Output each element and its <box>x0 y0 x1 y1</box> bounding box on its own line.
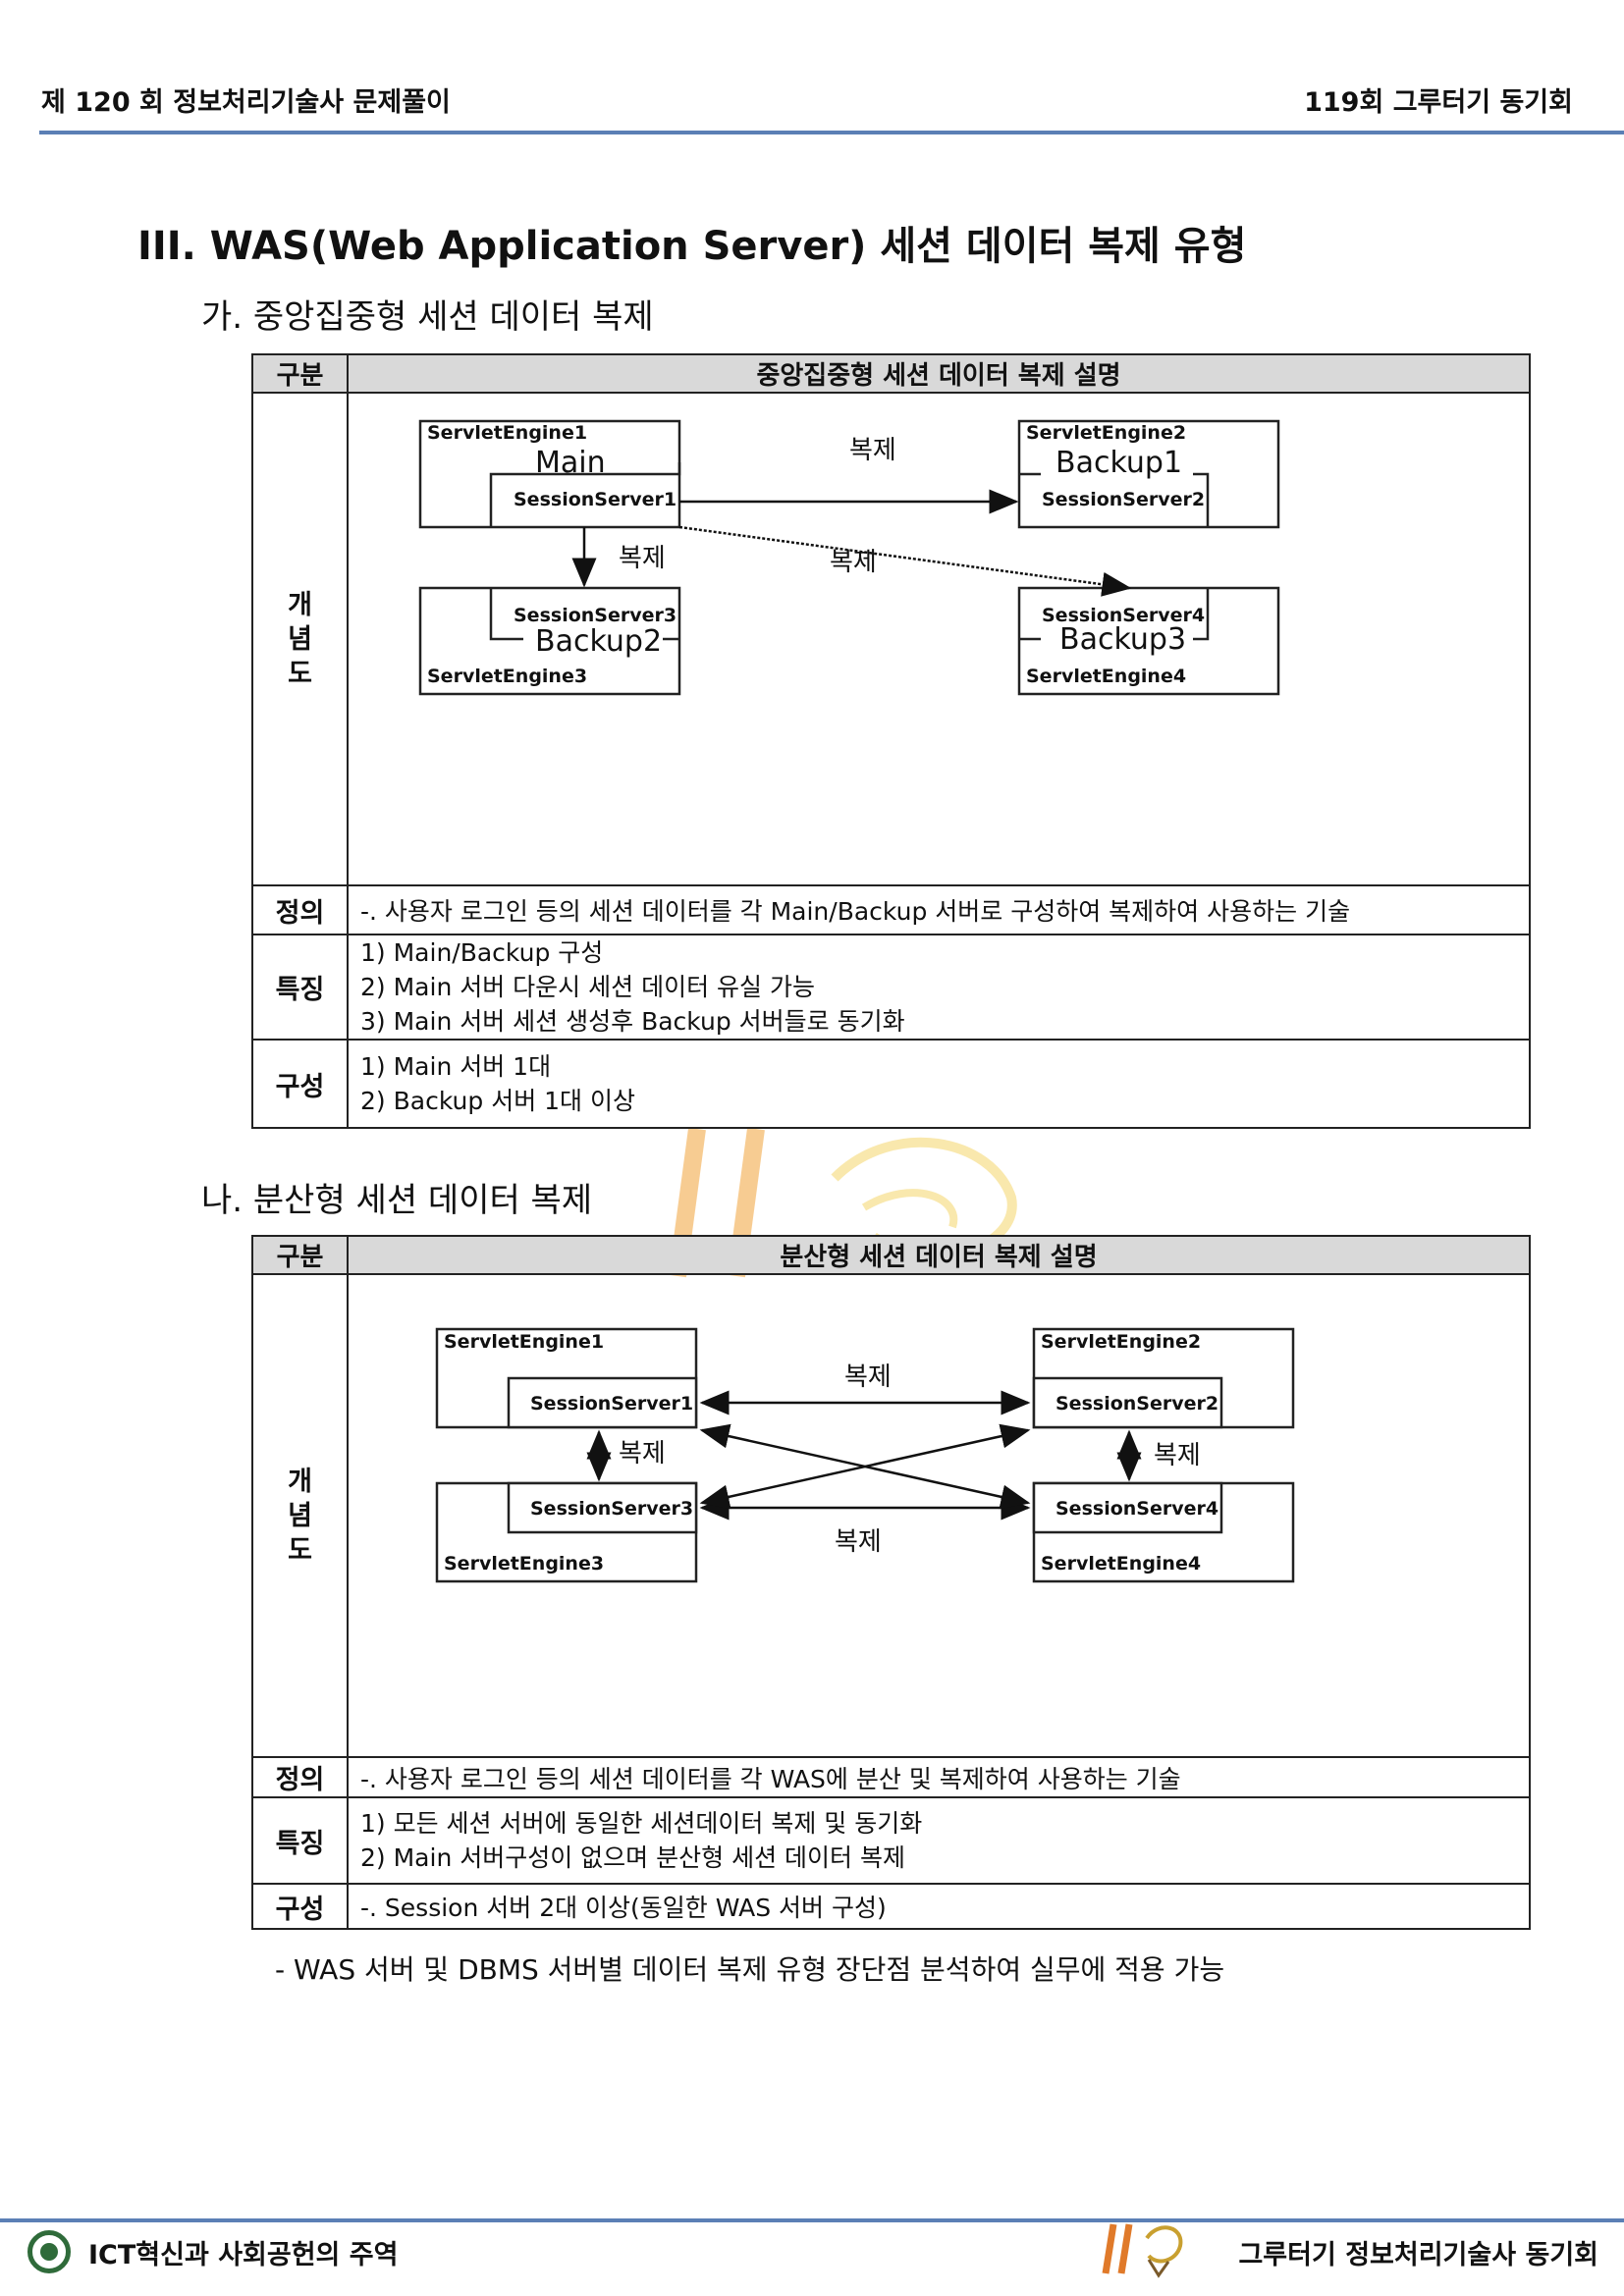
arrow-main-backup3 <box>678 525 1132 597</box>
diagram-label: 개 념 도 <box>251 392 349 886</box>
footer-left: ICT혁신과 사회공헌의 주역 <box>88 2240 399 2270</box>
col-header-description: 분산형 세션 데이터 복제 설명 <box>347 1235 1531 1275</box>
definition-text: -. 사용자 로그인 등의 세션 데이터를 각 Main/Backup 서버로 … <box>347 884 1531 935</box>
engine4-label: ServletEngine4 <box>1041 1553 1201 1575</box>
engine4-label: ServletEngine4 <box>1026 666 1186 687</box>
page-title: III. WAS(Web Application Server) 세션 데이터 … <box>137 224 1247 269</box>
header-left: 제 120 회 정보처리기술사 문제풀이 <box>41 87 451 118</box>
section-b-heading: 나. 분산형 세션 데이터 복제 <box>201 1181 593 1220</box>
engine3-label: ServletEngine3 <box>444 1553 604 1575</box>
arrow-label-1: 복제 <box>849 436 896 465</box>
col-header-category: 구분 <box>251 1235 349 1275</box>
org-logo-icon <box>27 2230 71 2273</box>
features-list: 1) Main/Backup 구성 2) Main 서버 다운시 세션 데이터 … <box>347 934 1531 1041</box>
role-backup2: Backup2 <box>535 624 662 659</box>
arrow-label-left: 복제 <box>619 1439 666 1468</box>
section-a-heading: 가. 중앙집중형 세션 데이터 복제 <box>201 297 654 337</box>
definition-label: 정의 <box>251 1756 349 1798</box>
config-label: 구성 <box>251 1039 349 1129</box>
features-label: 특징 <box>251 1796 349 1885</box>
col-header-category: 구분 <box>251 353 349 394</box>
diagram-label: 개 념 도 <box>251 1273 349 1758</box>
session3-label: SessionServer3 <box>514 605 677 626</box>
definition-label: 정의 <box>251 884 349 935</box>
engine4-box <box>1017 586 1280 696</box>
engine2-label: ServletEngine2 <box>1026 422 1186 444</box>
session3-label: SessionServer3 <box>530 1498 693 1520</box>
arrow-label-top: 복제 <box>844 1362 892 1392</box>
arrow-label-right: 복제 <box>1154 1441 1201 1470</box>
engine3-box <box>418 586 681 696</box>
group-119-logo-icon <box>1102 2223 1183 2278</box>
engine1-label: ServletEngine1 <box>427 422 587 444</box>
arrow-3-2 <box>699 1423 1031 1510</box>
arrow-label-2: 복제 <box>619 544 666 573</box>
central-replication-diagram: ServletEngine1 ServletEngine2 ServletEng… <box>347 392 1531 886</box>
features-label: 특징 <box>251 934 349 1041</box>
session4-label: SessionServer4 <box>1056 1498 1218 1520</box>
features-list: 1) 모든 세션 서버에 동일한 세션데이터 복제 및 동기화 2) Main … <box>347 1796 1531 1885</box>
role-backup3: Backup3 <box>1059 622 1186 657</box>
session1-label: SessionServer1 <box>530 1393 693 1415</box>
engine1-label: ServletEngine1 <box>444 1331 604 1353</box>
col-header-description: 중앙집중형 세션 데이터 복제 설명 <box>347 353 1531 394</box>
definition-text: -. 사용자 로그인 등의 세션 데이터를 각 WAS에 분산 및 복제하여 사… <box>347 1756 1531 1798</box>
arrow-label-bottom: 복제 <box>835 1527 882 1557</box>
role-main: Main <box>535 446 606 480</box>
session2-label: SessionServer2 <box>1042 489 1205 510</box>
arrow-label-3: 복제 <box>830 548 877 577</box>
footer-right: 그루터기 정보처리기술사 동기회 <box>1238 2240 1598 2270</box>
section-b-table: 구분 분산형 세션 데이터 복제 설명 개 념 도 <box>251 1235 1531 1930</box>
role-backup1: Backup1 <box>1056 446 1182 480</box>
header-rule <box>39 131 1624 134</box>
section-a-table: 구분 중앙집중형 세션 데이터 복제 설명 개 념 도 <box>251 353 1531 1129</box>
engine3-label: ServletEngine3 <box>427 666 587 687</box>
config-label: 구성 <box>251 1883 349 1930</box>
header-right: 119회 그루터기 동기회 <box>1304 87 1573 118</box>
engine2-label: ServletEngine2 <box>1041 1331 1201 1353</box>
session1-label: SessionServer1 <box>514 489 677 510</box>
config-text: -. Session 서버 2대 이상(동일한 WAS 서버 구성) <box>347 1883 1531 1930</box>
session4-label: SessionServer4 <box>1042 605 1205 626</box>
config-list: 1) Main 서버 1대 2) Backup 서버 1대 이상 <box>347 1039 1531 1129</box>
footer-rule <box>0 2218 1624 2222</box>
distributed-replication-diagram: ServletEngine1 ServletEngine2 ServletEng… <box>347 1273 1531 1758</box>
note-text: - WAS 서버 및 DBMS 서버별 데이터 복제 유형 장단점 분석하여 실… <box>275 1953 1225 1986</box>
session2-label: SessionServer2 <box>1056 1393 1218 1415</box>
